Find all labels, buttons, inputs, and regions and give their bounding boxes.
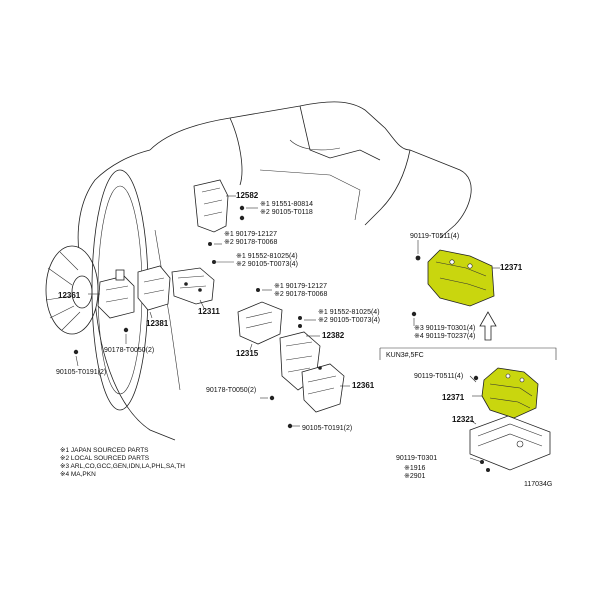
label-right2-bolt: 90119-T0301 bbox=[396, 455, 437, 462]
label-left-bolt: 90105-T0191(2) bbox=[56, 369, 106, 376]
label-ctr-nut: 90178-T0050(2) bbox=[206, 387, 256, 394]
label-12582: 12582 bbox=[236, 191, 259, 200]
label-right-nut-top: 90119-T0511(4) bbox=[410, 233, 459, 240]
label-variant: KUN3#,5FC bbox=[386, 352, 424, 359]
label-12361-left: 12361 bbox=[58, 291, 81, 300]
center-mount-icon bbox=[237, 288, 345, 429]
label-mid-nut-local: ※2 90178-T0068 bbox=[224, 239, 277, 246]
footnote-1: ※1 JAPAN SOURCED PARTS bbox=[60, 447, 149, 454]
label-right2-bolt-jp: ※1916 bbox=[404, 465, 426, 472]
rear-mount-12371-highlighted-icon bbox=[411, 249, 495, 317]
label-ctr-nut-local: ※2 90178-T0068 bbox=[274, 291, 327, 298]
label-12381: 12381 bbox=[146, 319, 169, 328]
label-mid-bolt-jp: ※1 91552-81025(4) bbox=[236, 253, 298, 260]
label-left-nut: 90178-T0050(2) bbox=[104, 347, 154, 354]
label-mid-nut-jp: ※1 90179-12127 bbox=[224, 231, 277, 238]
label-right-bolt-a: ※3 90119-T0301(4) bbox=[414, 325, 475, 332]
label-right2-bolt-local: ※2901 bbox=[404, 473, 426, 480]
rear-mount-12371-bottom-icon bbox=[473, 367, 539, 419]
direction-arrow-icon bbox=[479, 311, 497, 341]
footnote-2: ※2 LOCAL SOURCED PARTS bbox=[60, 455, 150, 462]
footnote-3: ※3 ARL,CO,GCC,GEN,IDN,LA,PHL,SA,TH bbox=[60, 463, 185, 470]
label-12382: 12382 bbox=[322, 331, 345, 340]
label-right2-nut: 90119-T0511(4) bbox=[414, 373, 463, 380]
diagram-id: 117034G bbox=[524, 481, 552, 488]
variant-box bbox=[379, 347, 557, 360]
label-12361-center: 12361 bbox=[352, 381, 375, 390]
footnote-4: ※4 MA,PKN bbox=[60, 471, 96, 478]
label-ctr-nut-jp: ※1 90179-12127 bbox=[274, 283, 327, 290]
label-ctr-bolt-jp: ※1 91552-81025(4) bbox=[318, 309, 380, 316]
label-12311: 12311 bbox=[198, 307, 220, 316]
leader-lines bbox=[75, 195, 500, 463]
crossmember-12321-icon bbox=[469, 415, 551, 472]
label-right-bolt-b: ※4 90119-T0237(4) bbox=[414, 333, 475, 340]
bracket-12311-icon bbox=[171, 267, 215, 305]
label-mid-bolt-local: ※2 90105-T0073(4) bbox=[236, 261, 298, 268]
footnotes: ※1 JAPAN SOURCED PARTS ※2 LOCAL SOURCED … bbox=[60, 447, 185, 478]
label-12582-bolt-local: ※2 90105-T0118 bbox=[260, 209, 313, 216]
engine-block-outline bbox=[77, 101, 472, 441]
label-12371-bottom: 12371 bbox=[442, 393, 465, 402]
label-ctr-bolt: 90105-T0191(2) bbox=[302, 425, 352, 432]
cooling-fan-icon bbox=[45, 169, 149, 411]
left-insulator-icon bbox=[73, 265, 171, 355]
label-12315: 12315 bbox=[236, 349, 259, 358]
label-12582-bolt-jp: ※1 91551-80814 bbox=[260, 201, 313, 208]
bracket-12582-icon bbox=[193, 179, 245, 264]
label-12371-top: 12371 bbox=[500, 263, 523, 272]
label-12321: 12321 bbox=[452, 415, 475, 424]
label-ctr-bolt-local: ※2 90105-T0073(4) bbox=[318, 317, 380, 324]
